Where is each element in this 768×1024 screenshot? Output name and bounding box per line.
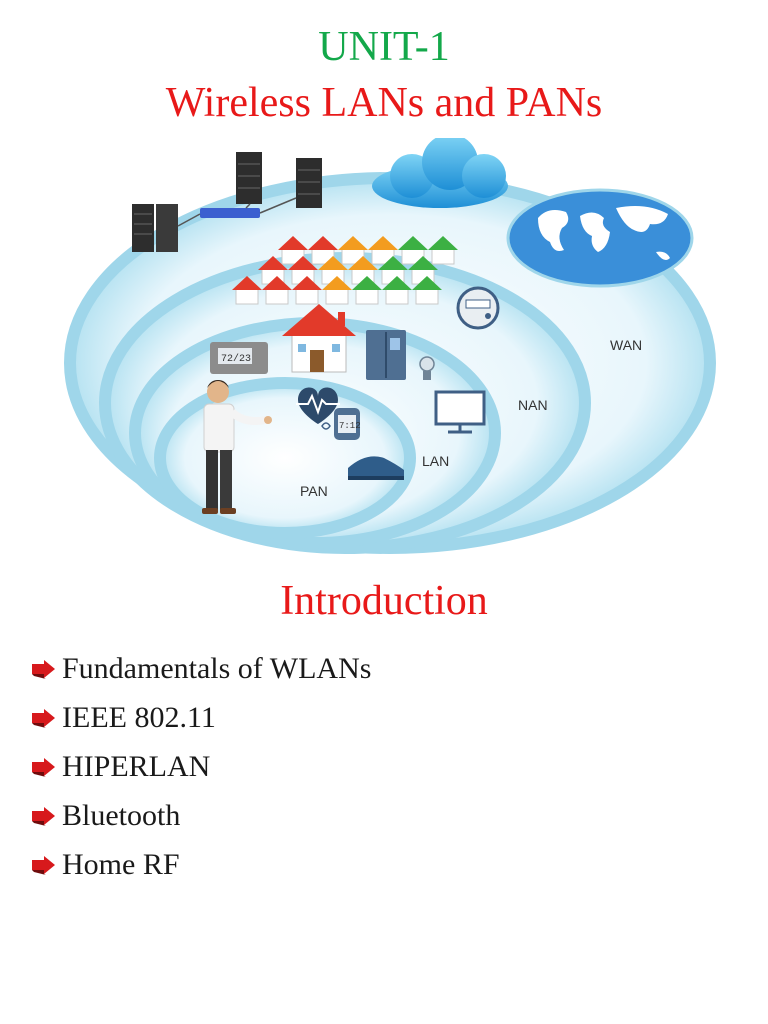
topic-label: HIPERLAN bbox=[62, 749, 211, 783]
cloud-icon bbox=[372, 138, 508, 208]
list-item: Fundamentals of WLANs bbox=[28, 644, 371, 693]
monitor-icon bbox=[434, 390, 486, 434]
arrow-bullet-icon bbox=[32, 659, 55, 679]
smart-meter-icon bbox=[456, 286, 500, 330]
network-switch-icon bbox=[177, 197, 297, 227]
smartwatch-icon: 7:12 bbox=[321, 408, 361, 440]
pan-label: PAN bbox=[300, 483, 328, 499]
section-heading: Introduction bbox=[280, 578, 488, 624]
home-icon bbox=[282, 304, 356, 373]
arrow-bullet-icon bbox=[32, 806, 55, 826]
world-map-icon bbox=[506, 188, 694, 288]
arrow-bullet-icon bbox=[32, 757, 55, 777]
refrigerator-icon bbox=[366, 330, 406, 380]
light-bulb-icon bbox=[419, 356, 435, 380]
topic-label: Home RF bbox=[62, 847, 180, 881]
thermostat-display: 72/23 bbox=[221, 353, 251, 365]
server-icon bbox=[132, 152, 322, 252]
topic-label: IEEE 802.11 bbox=[62, 700, 216, 734]
watch-display: 7:12 bbox=[339, 421, 361, 431]
lan-label: LAN bbox=[422, 453, 449, 469]
arrow-bullet-icon bbox=[32, 708, 55, 728]
page-title: Wireless LANs and PANs bbox=[165, 80, 603, 126]
unit-heading: UNIT-1 bbox=[318, 24, 450, 70]
topic-label: Fundamentals of WLANs bbox=[62, 651, 372, 685]
topic-label: Bluetooth bbox=[62, 798, 181, 832]
wan-label: WAN bbox=[610, 337, 642, 353]
thermostat-icon: 72/23 bbox=[210, 342, 268, 374]
topic-list: Fundamentals of WLANs IEEE 802.11 HIPERL… bbox=[28, 644, 371, 889]
shoe-icon bbox=[348, 456, 404, 480]
houses-cluster-icon bbox=[232, 236, 458, 305]
list-item: HIPERLAN bbox=[28, 742, 371, 791]
network-illustration: 72/23 7:12 bbox=[64, 138, 716, 554]
person-icon bbox=[202, 380, 272, 514]
list-item: Home RF bbox=[28, 840, 371, 889]
nan-label: NAN bbox=[518, 397, 548, 413]
heart-rate-icon bbox=[296, 387, 340, 424]
arrow-bullet-icon bbox=[32, 855, 55, 875]
list-item: IEEE 802.11 bbox=[28, 693, 371, 742]
list-item: Bluetooth bbox=[28, 791, 371, 840]
